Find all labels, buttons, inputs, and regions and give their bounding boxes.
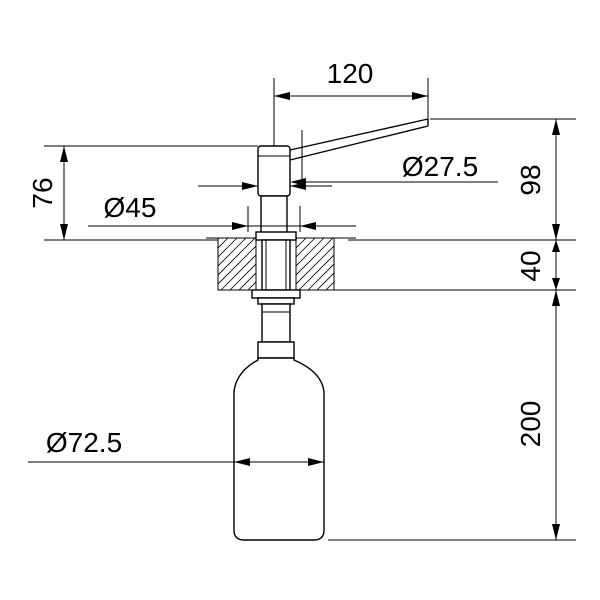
dim-collar-diameter: Ø45 — [88, 182, 356, 232]
dim-head-height-label: 76 — [27, 177, 58, 208]
hatch-line — [218, 238, 256, 276]
hatch-line — [158, 238, 210, 290]
dim-collar-diameter-label: Ø45 — [104, 192, 157, 223]
dim-bottle-diameter-label: Ø72.5 — [46, 427, 122, 458]
dim-spout-diameter-label: Ø27.5 — [402, 151, 478, 182]
bottle — [233, 303, 325, 541]
spout — [289, 118, 429, 161]
dim-spout-length-label: 120 — [327, 58, 374, 89]
hatch-line — [218, 238, 220, 240]
hatch-line — [296, 238, 307, 249]
hatch-line — [238, 272, 256, 290]
hatch-line — [298, 254, 334, 290]
countertop-section — [158, 237, 387, 291]
hatch-line — [335, 238, 387, 290]
dim-total-height: 98 — [348, 118, 576, 241]
dim-bottle-diameter: Ø72.5 — [28, 427, 324, 466]
hatch-line — [218, 238, 238, 258]
hatch-line — [296, 238, 334, 276]
dim-counter-thickness-label: 40 — [515, 250, 546, 281]
hatch-line — [296, 245, 334, 285]
dim-bottle-height-label: 200 — [515, 401, 546, 448]
hatch-line — [316, 272, 334, 290]
hatch-line — [218, 245, 256, 285]
hatch-line — [220, 254, 256, 290]
hatch-line — [218, 238, 247, 267]
mounting-shank — [251, 231, 301, 305]
dispenser-head — [257, 145, 291, 239]
hatch-line — [229, 263, 256, 290]
dim-total-height-label: 98 — [515, 164, 546, 195]
hatch-line — [307, 263, 334, 290]
dim-spout-length: 120 — [273, 58, 429, 146]
dim-head-height: 76 — [27, 145, 258, 241]
hatch-line — [296, 238, 316, 258]
dim-counter-thickness: 40 — [348, 240, 576, 291]
hatch-line — [296, 238, 325, 267]
hatch-line — [218, 238, 229, 249]
dim-spout-diameter: Ø27.5 — [290, 130, 498, 186]
dim-bottle-height: 200 — [328, 290, 576, 541]
